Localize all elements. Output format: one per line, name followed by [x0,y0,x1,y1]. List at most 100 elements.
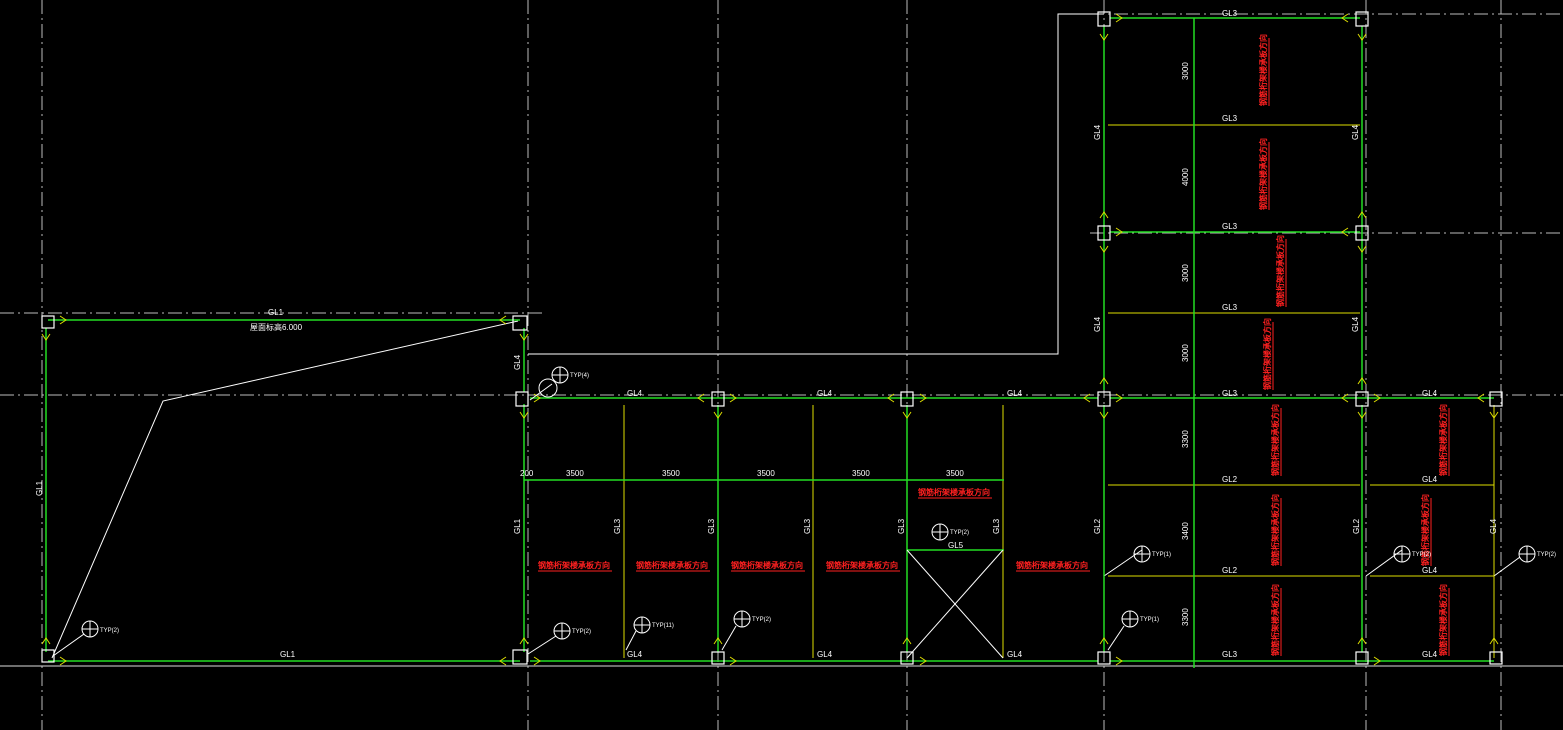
svg-text:钢筋桁架楼承板方向: 钢筋桁架楼承板方向 [826,560,898,570]
gl4-row-label-1: GL4 [627,389,643,398]
typ-labels: TYP(2) TYP(2) TYP(11) TYP(2) TYP(2) TYP(… [100,373,1556,635]
typ-label-10: TYP(4) [570,373,589,379]
gl3-r4-label: GL3 [1222,389,1238,398]
steel-beams [45,17,1494,668]
arrow-marks [41,13,1499,666]
typ-marker-1 [52,620,99,657]
svg-text:钢筋桁架楼承板方向: 钢筋桁架楼承板方向 [1270,404,1280,476]
gl3-bottom-right-label: GL3 [1222,650,1238,659]
svg-text:钢筋桁架楼承板方向: 钢筋桁架楼承板方向 [1258,138,1268,210]
typ-marker-4 [721,610,751,651]
svg-text:钢筋桁架楼承板方向: 钢筋桁架楼承板方向 [918,487,990,497]
gl5-label: GL5 [948,541,964,550]
deck-note-v10: 钢筋桁架楼承板方向 [1438,584,1450,656]
gl3-r1-label: GL3 [1222,114,1238,123]
deck-note-v5: 钢筋桁架楼承板方向 [1270,404,1282,476]
gl4-tower-v-label-4: GL4 [1351,316,1360,332]
deck-note-h6: 钢筋桁架楼承板方向 [1016,560,1090,572]
typ-label-5: TYP(2) [950,530,969,536]
gl4-tower-v-label-3: GL4 [1093,316,1102,332]
gl4-right-bottom-label: GL4 [1422,650,1438,659]
dim-span-1: 3500 [566,469,584,478]
svg-text:钢筋桁架楼承板方向: 钢筋桁架楼承板方向 [1275,235,1285,307]
deck-note-v6: 钢筋桁架楼承板方向 [1270,494,1282,566]
deck-note-v3: 钢筋桁架楼承板方向 [1275,235,1287,307]
typ-marker-7 [1133,545,1151,563]
svg-text:钢筋桁架楼承板方向: 钢筋桁架楼承板方向 [1438,404,1448,476]
typ-label-1: TYP(2) [100,628,119,634]
gl4-v-label-far-right: GL4 [1489,518,1498,534]
svg-text:钢筋桁架楼承板方向: 钢筋桁架楼承板方向 [1262,318,1272,390]
svg-text:钢筋桁架楼承板方向: 钢筋桁架楼承板方向 [731,560,803,570]
deck-note-v8: 钢筋桁架楼承板方向 [1438,404,1450,476]
typ-marker-5 [931,523,949,541]
gl3-r2-label: GL3 [1222,222,1238,231]
deck-note-v9: 钢筋桁架楼承板方向 [1420,494,1432,566]
gl1-left-label: GL1 [35,480,44,496]
gl4-mid-vertical-label: GL4 [513,354,522,370]
columns [41,11,1503,665]
dim-tower-1: 3000 [1181,62,1190,80]
gl3-v-label-3: GL3 [803,518,812,534]
gl2-v-label-left: GL2 [1093,518,1102,534]
gl4-right-low-label: GL4 [1422,566,1438,575]
deck-note-h2: 钢筋桁架楼承板方向 [636,560,710,572]
gl4-right-mid-label: GL4 [1422,475,1438,484]
dim-tower-4: 3000 [1181,344,1190,362]
deck-direction-notes: 钢筋桁架楼承板方向 钢筋桁架楼承板方向 钢筋桁架楼承板方向 钢筋桁架楼承板方向 … [538,34,1450,656]
gl4-bottom-label-3: GL4 [1007,650,1023,659]
gl3-v-label-4: GL3 [897,518,906,534]
deck-note-h4: 钢筋桁架楼承板方向 [826,560,900,572]
svg-text:钢筋桁架楼承板方向: 钢筋桁架楼承板方向 [538,560,610,570]
gl3-v-label-2: GL3 [707,518,716,534]
deck-note-h5: 钢筋桁架楼承板方向 [918,487,992,499]
gl2-r1-label: GL2 [1222,475,1238,484]
deck-note-v7: 钢筋桁架楼承板方向 [1270,584,1282,656]
gl4-bottom-label-1: GL4 [627,650,643,659]
deck-note-h3: 钢筋桁架楼承板方向 [731,560,805,572]
svg-text:钢筋桁架楼承板方向: 钢筋桁架楼承板方向 [1270,584,1280,656]
gl4-tower-v-label-2: GL4 [1351,124,1360,140]
dimension-labels: 200 3500 3500 3500 3500 3500 3000 4000 3… [520,62,1190,626]
svg-text:钢筋桁架楼承板方向: 钢筋桁架楼承板方向 [1420,494,1430,566]
gl3-top-label: GL3 [1222,9,1238,18]
gl4-tower-v-label-1: GL4 [1093,124,1102,140]
gl3-v-label-5: GL3 [992,518,1001,534]
gl3-r3-label: GL3 [1222,303,1238,312]
gl1-top-label: GL1 [268,308,284,317]
gl2-v-label-right: GL2 [1352,518,1361,534]
gl3-v-label-1: GL3 [613,518,622,534]
dim-tower-3: 3000 [1181,264,1190,282]
beam-labels: GL1 屋面标高6.000 GL1 GL1 GL1 GL4 GL4 GL4 GL… [35,9,1498,659]
typ-markers [52,366,1536,657]
dim-span-2: 3500 [662,469,680,478]
svg-text:钢筋桁架楼承板方向: 钢筋桁架楼承板方向 [1438,584,1448,656]
typ-marker-8 [1393,545,1411,563]
typ-marker-9 [1518,545,1536,563]
svg-text:钢筋桁架楼承板方向: 钢筋桁架楼承板方向 [1270,494,1280,566]
deck-note-v2: 钢筋桁架楼承板方向 [1258,138,1270,210]
gl1-mid-vertical-label: GL1 [513,518,522,534]
typ-marker-6 [1107,610,1139,651]
gl2-r2-label: GL2 [1222,566,1238,575]
typ-label-2: TYP(2) [572,629,591,635]
dim-tower-6: 3400 [1181,522,1190,540]
svg-text:钢筋桁架楼承板方向: 钢筋桁架楼承板方向 [1016,560,1088,570]
typ-label-7: TYP(1) [1152,552,1171,558]
typ-label-6: TYP(1) [1140,617,1159,623]
deck-note-h1: 钢筋桁架楼承板方向 [538,560,612,572]
deck-note-v4: 钢筋桁架楼承板方向 [1262,318,1274,390]
typ-marker-2 [527,622,571,655]
dim-span-5: 3500 [946,469,964,478]
deck-note-v1: 钢筋桁架楼承板方向 [1258,34,1270,106]
dim-tower-2: 4000 [1181,168,1190,186]
elevation-label: 屋面标高6.000 [250,322,303,332]
typ-label-9: TYP(2) [1537,552,1556,558]
gl4-row-label-3: GL4 [1007,389,1023,398]
dim-start: 200 [520,469,534,478]
gl4-right-top-label: GL4 [1422,389,1438,398]
svg-text:钢筋桁架楼承板方向: 钢筋桁架楼承板方向 [636,560,708,570]
gl4-bottom-label-2: GL4 [817,650,833,659]
typ-marker-3 [625,616,651,651]
dim-tower-5: 3300 [1181,430,1190,448]
